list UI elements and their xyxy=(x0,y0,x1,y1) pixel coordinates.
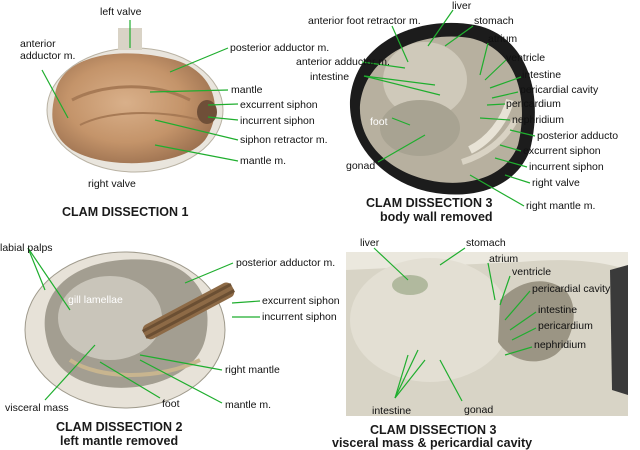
label-p3a-atrium: atrium xyxy=(488,33,518,45)
label-p3b-atrium: atrium xyxy=(489,253,519,265)
label-p3a-nephridium: nephridium xyxy=(512,114,564,126)
label-p3b-stomach: stomach xyxy=(466,237,506,249)
label-p3a-posterior-adductor: posterior adducto xyxy=(537,130,619,142)
label-p3a-incurrent-siphon: incurrent siphon xyxy=(529,161,604,173)
label-p3b-nephridium: nephridium xyxy=(534,339,586,351)
label-p1-incurrent-siphon: incurrent siphon xyxy=(240,115,315,127)
label-p1-excurrent-siphon: excurrent siphon xyxy=(240,99,318,111)
label-p3a-anterior-adductor: anterior adductor m. xyxy=(296,56,390,68)
label-p1-mantle: mantle xyxy=(231,84,263,96)
label-p2-foot: foot xyxy=(162,398,180,410)
caption-p3a-line2: body wall removed xyxy=(380,210,493,224)
caption-p2-line2: left mantle removed xyxy=(60,434,179,448)
label-p3a-ventricle: ventricle xyxy=(506,52,546,64)
label-p2-excurrent-siphon: excurrent siphon xyxy=(262,295,340,307)
label-p1-anterior-adductor: anterior adductor m. xyxy=(20,38,76,62)
label-p3a-stomach: stomach xyxy=(474,15,514,27)
label-p3a-right-mantle: right mantle m. xyxy=(526,200,596,212)
label-p1-siphon-retractor: siphon retractor m. xyxy=(240,134,328,146)
label-p1-right-valve: right valve xyxy=(88,178,136,190)
label-p3a-pericardial-cavity: pericardial cavity xyxy=(520,84,599,96)
label-p3b-pericardial-cavity: pericardial cavity xyxy=(532,283,611,295)
label-p3a-gonad: gonad xyxy=(346,160,376,172)
label-p3a-anterior-foot-retractor: anterior foot retractor m. xyxy=(308,15,421,27)
caption-p3b-line2: visceral mass & pericardial cavity xyxy=(332,436,533,450)
label-p2-gill-lamellae: gill lamellae xyxy=(68,294,123,306)
label-p2-right-mantle: right mantle xyxy=(225,364,280,376)
label-p3b-liver: liver xyxy=(360,237,380,249)
label-p3b-intestine-right: intestine xyxy=(538,304,578,316)
label-p3b-pericardium: pericardium xyxy=(538,320,593,332)
label-p2-labial-palps: labial palps xyxy=(0,242,53,254)
label-p1-mantle-m: mantle m. xyxy=(240,155,287,167)
label-p3a-right-valve: right valve xyxy=(532,177,580,189)
label-p3a-liver: liver xyxy=(452,0,472,12)
caption-p1: CLAM DISSECTION 1 xyxy=(62,205,189,219)
label-p3a-excurrent-siphon: excurrent siphon xyxy=(523,145,601,157)
label-p3b-gonad: gonad xyxy=(464,404,494,416)
label-p2-posterior-adductor: posterior adductor m. xyxy=(236,257,336,269)
label-p2-incurrent-siphon: incurrent siphon xyxy=(262,311,337,323)
label-p3a-intestine-right: intestine xyxy=(522,69,562,81)
label-p3a-foot: foot xyxy=(370,116,388,128)
label-p3b-intestine-bottom: intestine xyxy=(372,405,412,417)
label-p1-posterior-adductor: posterior adductor m. xyxy=(230,42,330,54)
label-p3a-intestine-left: intestine xyxy=(310,71,350,83)
label-p2-mantle-m: mantle m. xyxy=(225,399,272,411)
caption-p3a-line1: CLAM DISSECTION 3 xyxy=(366,196,493,210)
label-p3b-ventricle: ventricle xyxy=(512,266,552,278)
label-p1-left-valve: left valve xyxy=(100,6,142,18)
caption-p2-line1: CLAM DISSECTION 2 xyxy=(56,420,183,434)
caption-p3b-line1: CLAM DISSECTION 3 xyxy=(370,423,497,437)
label-p3a-pericardium: pericardium xyxy=(506,98,561,110)
label-p2-visceral-mass: visceral mass xyxy=(5,402,69,414)
